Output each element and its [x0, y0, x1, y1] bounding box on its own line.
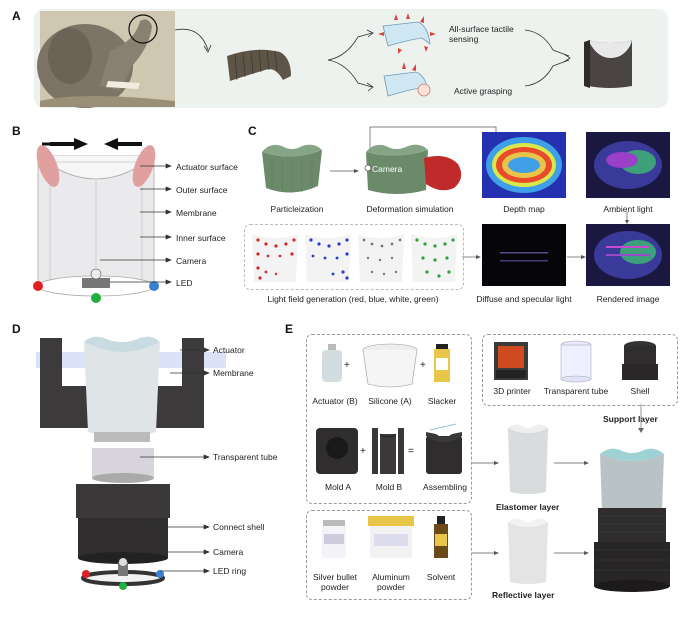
sensor-exploded-view-d	[36, 336, 226, 590]
panel-label-e: E	[285, 322, 294, 336]
sensor-render-a	[584, 40, 632, 88]
label-particleization: Particleization	[270, 204, 324, 214]
slacker-bottle	[434, 344, 450, 382]
light-field-red	[252, 234, 298, 282]
mold-b	[372, 428, 404, 474]
label-solvent: Solvent	[426, 572, 456, 582]
label-reflective-layer: Reflective layer	[492, 590, 555, 600]
diffuse-specular-image	[482, 224, 566, 286]
silicone-a-bucket	[362, 343, 418, 388]
label-membrane: Membrane	[176, 208, 217, 218]
shell-image	[622, 341, 658, 380]
label-connect-shell-d: Connect shell	[213, 522, 265, 532]
support-layer-box	[482, 334, 678, 406]
label-actuator-b: Actuator (B)	[312, 396, 358, 406]
reflective-materials-box	[306, 510, 472, 600]
final-sensor-image	[594, 448, 670, 592]
label-3d-printer: 3D printer	[493, 386, 531, 396]
elephant-image	[37, 11, 175, 108]
plus-sign-2: +	[420, 360, 426, 371]
label-membrane-d: Membrane	[213, 368, 254, 378]
rendered-image	[586, 224, 670, 286]
elastomer-layer-image	[508, 424, 548, 494]
panel-label-c: C	[248, 124, 257, 138]
label-silver-bullet: Silver bullet powder	[313, 572, 357, 592]
label-rendered-image: Rendered image	[596, 294, 660, 304]
equals-sign: =	[408, 446, 414, 457]
branch-arrows	[327, 29, 374, 92]
reflective-layer-image	[508, 518, 548, 584]
arrow-to-trunk	[174, 28, 212, 53]
arrow-to-elastomer	[472, 461, 499, 465]
solvent-bottle	[434, 516, 448, 558]
arrow-particle-to-deform	[330, 169, 359, 173]
label-led-b: LED	[176, 278, 193, 288]
label-actuator-surface: Actuator surface	[176, 162, 238, 172]
light-field-green	[411, 234, 457, 282]
label-active-grasping: Active grasping	[454, 86, 513, 96]
label-camera-b: Camera	[176, 256, 207, 266]
light-field-white	[358, 234, 404, 282]
actuator-b-bottle	[322, 344, 342, 382]
label-deformation-simulation: Deformation simulation	[366, 204, 454, 214]
panel-label-a: A	[12, 9, 21, 23]
panel-label-d: D	[12, 322, 21, 336]
trunk-image	[227, 49, 291, 81]
arrow-support-down	[638, 404, 644, 433]
leader-lines-b	[100, 163, 172, 285]
label-assembling: Assembling	[423, 482, 467, 492]
active-grasping-sheet	[383, 62, 431, 97]
label-elastomer-layer: Elastomer layer	[496, 502, 560, 512]
arrow-lightfield-to-diffuse	[462, 255, 481, 259]
merge-arrows	[524, 29, 571, 87]
arrow-elastomer-to-final	[554, 461, 589, 465]
light-field-blue	[305, 234, 351, 282]
sensor-schematic-b	[33, 138, 159, 303]
label-silicone-a: Silicone (A)	[368, 396, 412, 406]
label-all-surface-sensing: All-surface tactile sensing	[449, 24, 514, 44]
arrow-ambient-to-rendered	[625, 212, 629, 224]
depth-map-image	[482, 132, 566, 198]
label-camera-d: Camera	[213, 547, 244, 557]
label-inner-surface: Inner surface	[176, 233, 226, 243]
label-transparent-tube-e: Transparent tube	[543, 386, 609, 396]
label-support-layer: Support layer	[603, 414, 658, 424]
label-shell: Shell	[630, 386, 650, 396]
mold-a	[316, 428, 358, 474]
plus-sign-3: +	[360, 446, 366, 457]
label-transparent-tube-d: Transparent tube	[213, 452, 278, 462]
label-diffuse-specular: Diffuse and specular light	[476, 294, 572, 304]
ambient-light-image	[586, 132, 670, 198]
label-camera-sim: Camera	[372, 164, 403, 174]
label-ambient-light: Ambient light	[603, 204, 653, 214]
arrow-to-reflective	[472, 551, 499, 555]
elastomer-materials-box	[306, 334, 472, 504]
particleization-model	[262, 144, 322, 193]
tactile-sensing-sheet	[378, 13, 436, 54]
assembled-mold	[426, 423, 462, 474]
label-led-ring-d: LED ring	[213, 566, 247, 576]
label-actuator-d: Actuator	[213, 345, 245, 355]
label-slacker: Slacker	[427, 396, 457, 406]
silver-powder-bottle	[322, 520, 346, 558]
plus-sign-1: +	[344, 360, 350, 371]
transparent-tube-image	[560, 340, 592, 383]
label-mold-a: Mold A	[325, 482, 351, 492]
arrow-diffuse-to-rendered	[567, 255, 586, 259]
3d-printer-image	[494, 342, 528, 380]
panel-label-b: B	[12, 124, 21, 138]
label-outer-surface: Outer surface	[176, 185, 228, 195]
arrow-reflective-to-final	[554, 551, 589, 555]
aluminum-powder-jar	[368, 516, 414, 558]
label-light-field-generation: Light field generation (red, blue, white…	[267, 294, 439, 304]
deformation-model	[364, 144, 462, 194]
label-depth-map: Depth map	[503, 204, 545, 214]
label-mold-b: Mold B	[375, 482, 403, 492]
leader-lines-d	[130, 347, 210, 574]
label-aluminum-powder: Aluminum powder	[372, 572, 410, 592]
